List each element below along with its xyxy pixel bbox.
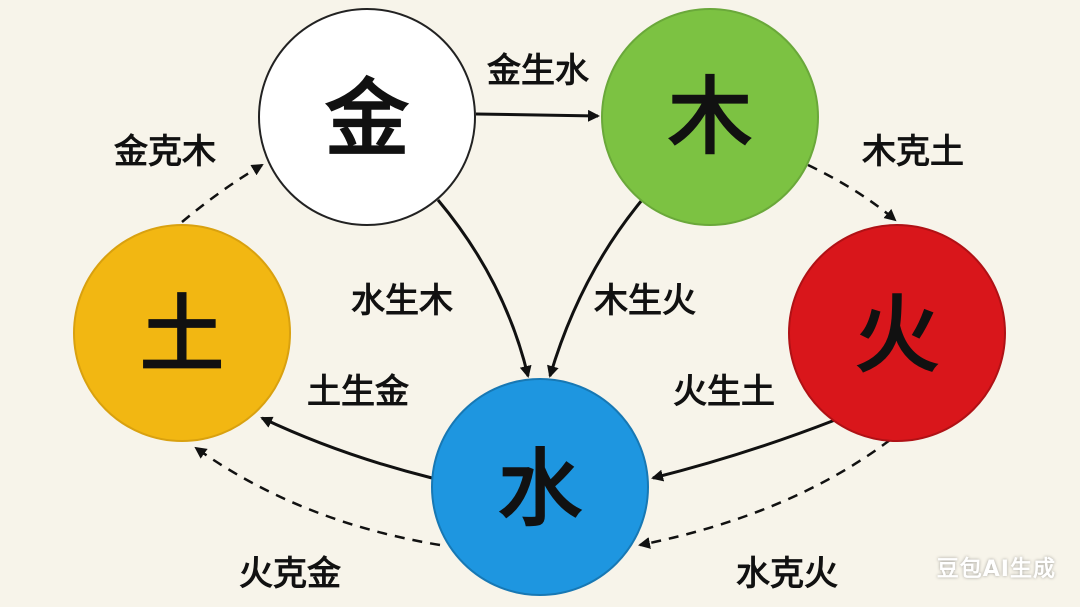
node-fire: 火 [788,224,1006,442]
label-fire-earth: 火生土 [673,372,775,412]
label-metal-wood: 金克木 [113,132,216,172]
node-wood: 木 [601,8,819,226]
dashed-arrow-wood-to-fire [807,163,897,222]
svg-text:木: 木 [668,67,752,166]
label-fire-metal: 火克金 [239,554,342,594]
label-wood-earth: 木克土 [861,132,964,172]
arrow-metal-to-water [436,199,532,378]
label-earth-metal: 土生金 [307,372,410,412]
svg-text:水: 水 [498,439,583,538]
dashed-arrow-earth-to-metal [181,163,264,223]
dashed-arrow-fire-to-water [638,438,891,549]
label-wood-fire: 木生火 [593,281,696,321]
node-water: 水 [431,378,649,596]
svg-text:土: 土 [140,285,224,384]
dashed-arrow-water-to-earth [194,446,441,547]
node-earth: 土 [73,224,291,442]
arrow-water-to-earth [260,416,433,480]
label-metal-water: 金生水 [486,51,590,91]
label-water-fire: 水克火 [736,554,838,594]
node-metal: 金 [258,8,476,226]
watermark: 豆包AI生成 [936,557,1056,582]
svg-text:金: 金 [325,69,410,168]
arrow-metal-to-wood [475,109,600,122]
arrow-fire-to-water [651,418,836,482]
label-water-wood: 水生木 [351,281,453,321]
arrow-wood-to-water [547,199,644,378]
svg-text:火: 火 [855,285,939,384]
